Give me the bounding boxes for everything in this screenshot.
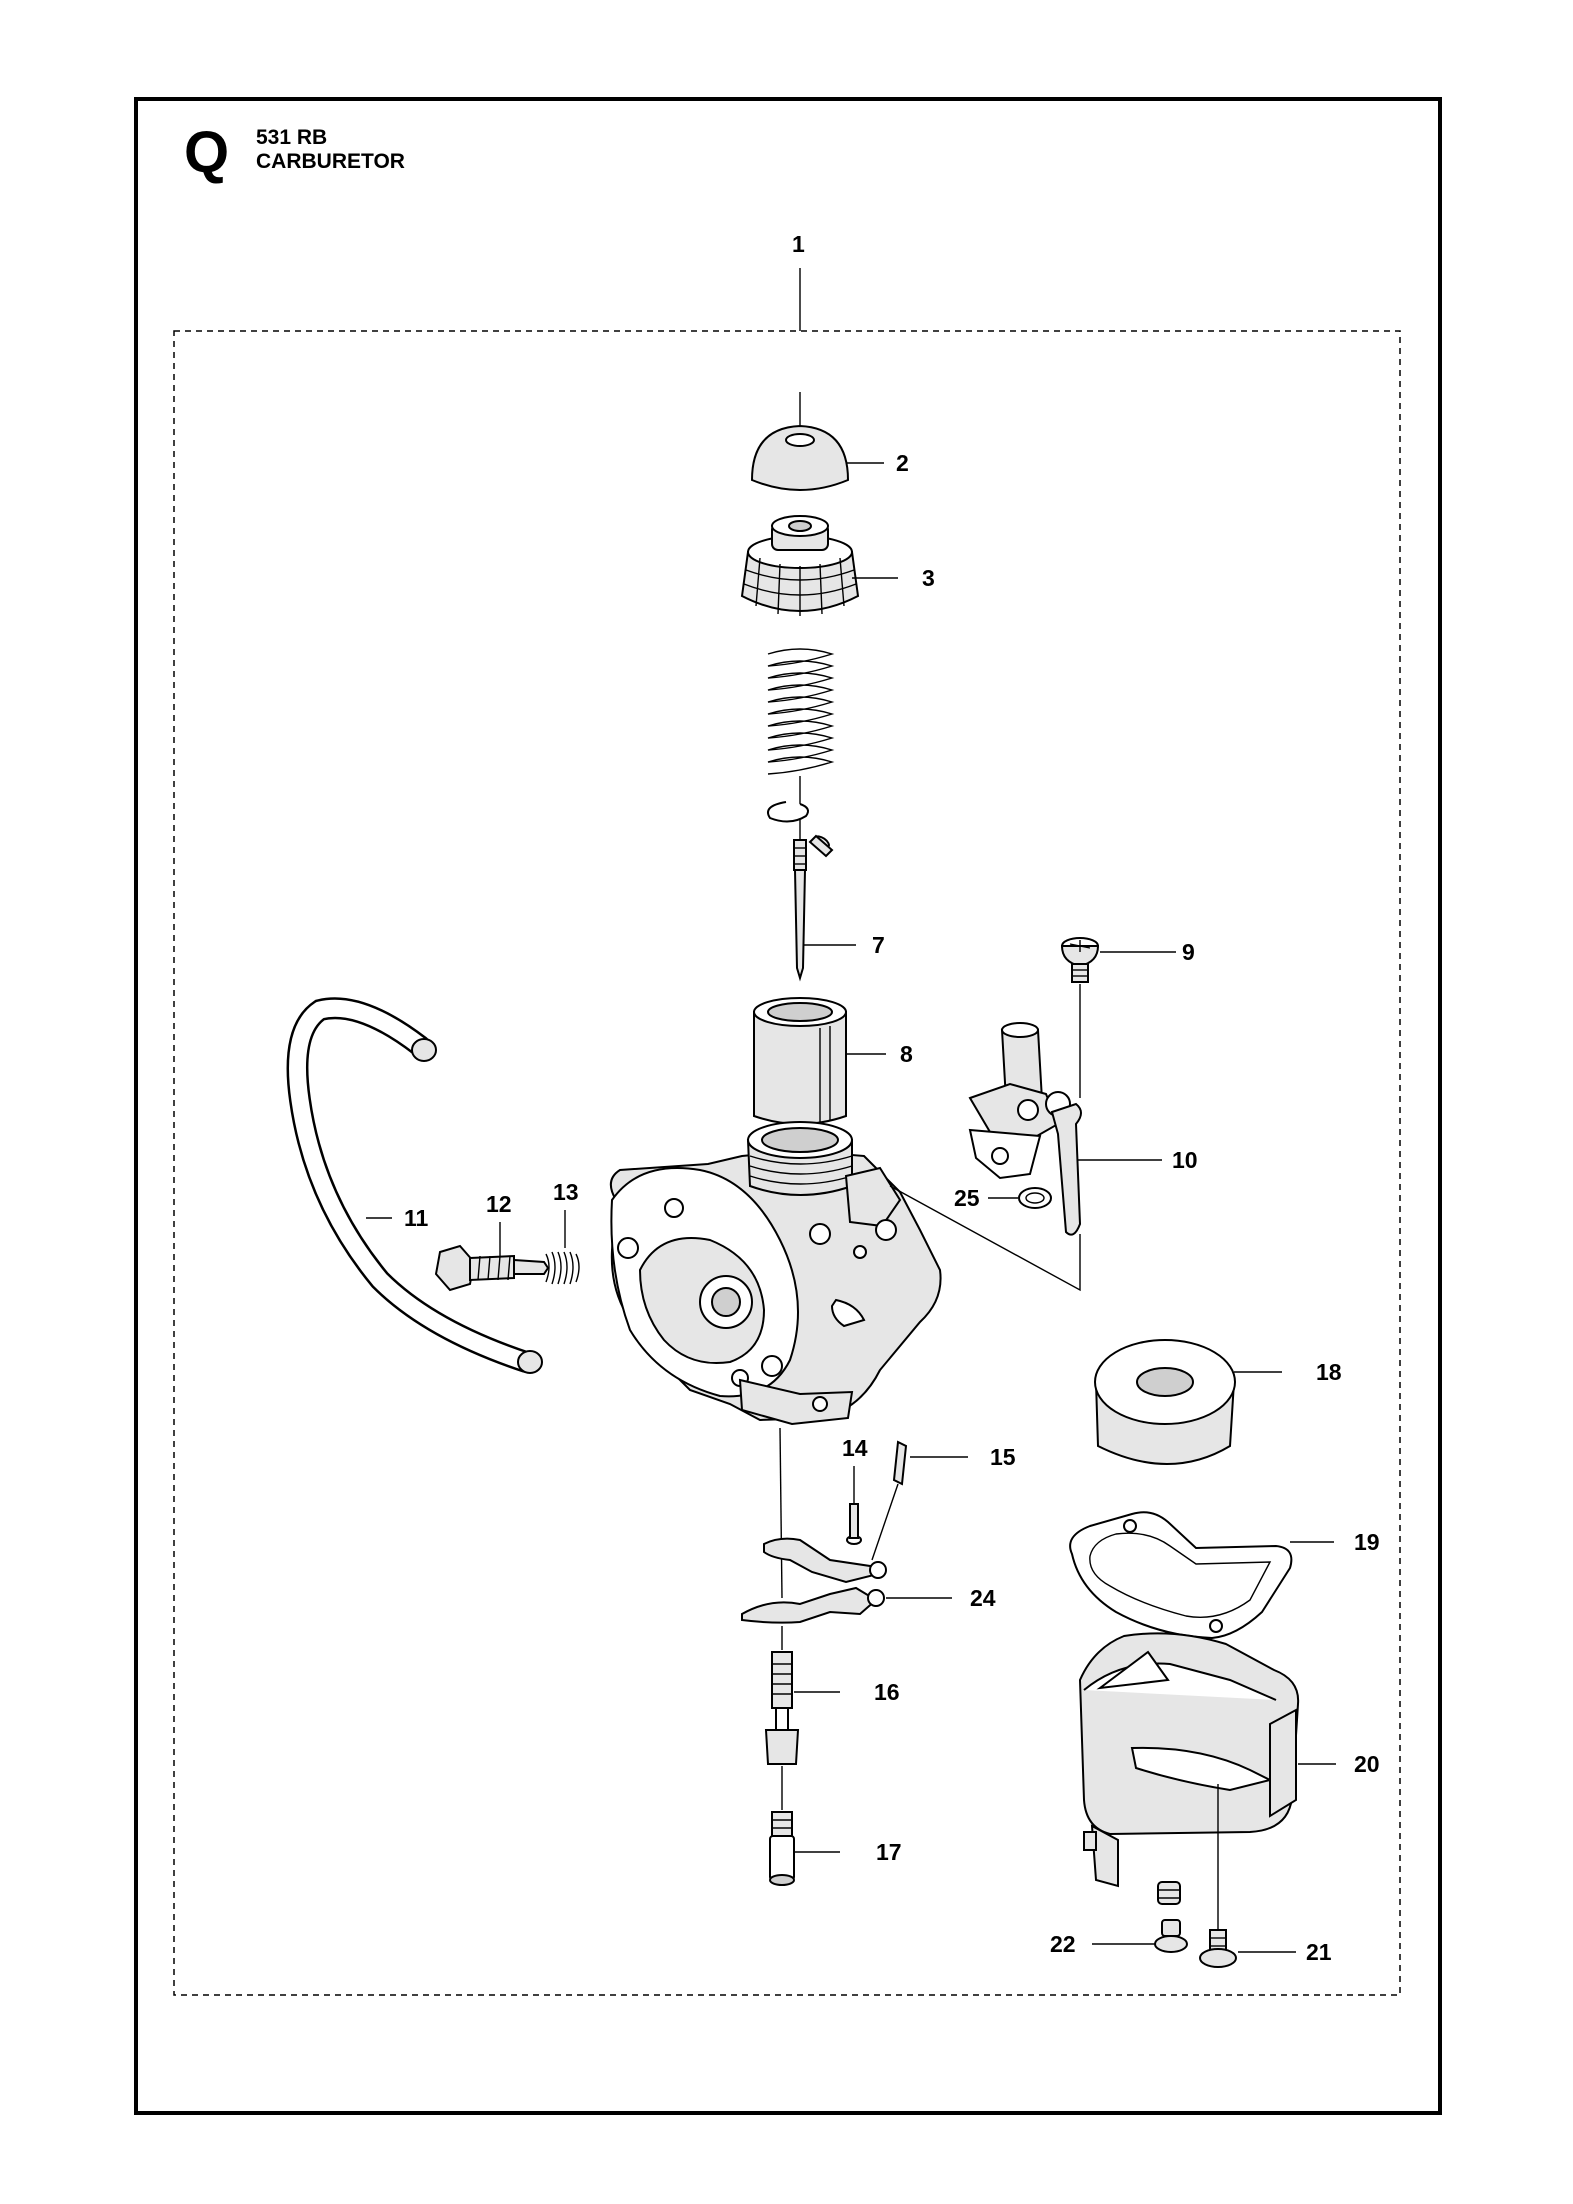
part-15-shaft [871,1440,968,1561]
part-22-drain-screw [1092,1881,1188,1953]
part-17-main-jet [769,1811,840,1886]
section-letter: Q [184,120,229,185]
part-18-filter [1094,1339,1282,1465]
part-3-top-cover [740,515,898,616]
callout-3: 3 [922,565,935,591]
callout-labels: 1 2 3 7 8 9 10 11 12 13 14 15 16 17 18 1… [404,231,1380,1965]
part-16-needle-valve [764,1626,840,1810]
callout-2: 2 [896,450,909,476]
carburetor-body [609,1121,942,1599]
callout-24: 24 [970,1585,996,1611]
callout-17: 17 [876,1839,902,1865]
part-11-fuel-hose [286,997,543,1374]
callout-20: 20 [1354,1751,1380,1777]
part-19-gasket [1069,1511,1334,1640]
part-21-screw [1199,1784,1296,1968]
part-10-choke-lever [968,1022,1162,1236]
callout-12: 12 [486,1191,512,1217]
callout-19: 19 [1354,1529,1380,1555]
callout-11: 11 [404,1205,429,1231]
part-20-float-bowl [1078,1632,1336,1888]
callout-1: 1 [792,231,805,257]
part-7-needle [793,839,856,982]
model-name: 531 RB [256,126,327,149]
part-24-metering-lever [741,1537,952,1624]
callout-22: 22 [1050,1931,1076,1957]
part-12-idle-screw [434,1222,550,1292]
callout-25: 25 [954,1185,980,1211]
callout-15: 15 [990,1444,1016,1470]
callout-8: 8 [900,1041,913,1067]
part-13-idle-spring [545,1210,580,1285]
callout-7: 7 [872,932,885,958]
callout-16: 16 [874,1679,900,1705]
page-header: Q 531 RB CARBURETOR [184,120,405,185]
part-2-cap [750,392,884,491]
assembly-group-box [173,330,1401,1996]
needle-clip [767,801,834,858]
part-8-throttle-valve [753,997,886,1125]
callout-14: 14 [842,1435,868,1461]
part-14-pin [846,1466,862,1545]
callout-9: 9 [1182,939,1195,965]
part-25-o-ring [988,1187,1052,1209]
callout-18: 18 [1316,1359,1342,1385]
callout-13: 13 [553,1179,579,1205]
callout-21: 21 [1306,1939,1332,1965]
section-title: CARBURETOR [256,150,405,173]
part-9-screw [1060,937,1176,1098]
callout-10: 10 [1172,1147,1198,1173]
page-border [134,97,1442,2115]
